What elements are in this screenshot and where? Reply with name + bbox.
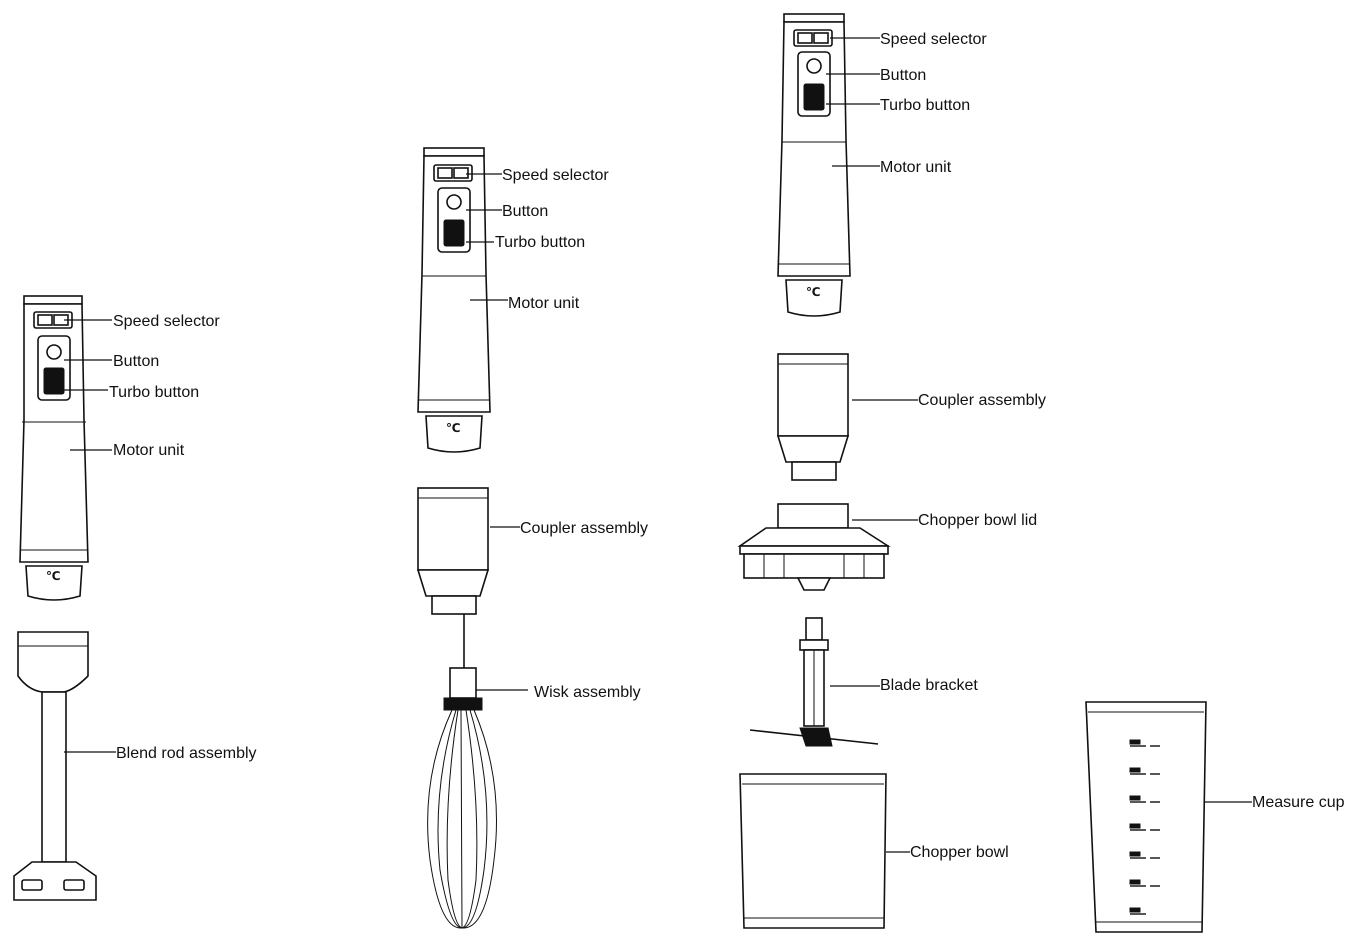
label-chopper-bowl-lid: Chopper bowl lid	[918, 512, 1037, 529]
measure-cup-graduations	[1129, 739, 1160, 915]
label-speed-selector-2: Speed selector	[502, 167, 609, 184]
motor-unit-2: ℃	[417, 147, 491, 453]
coupler-assembly-part-2	[416, 487, 490, 615]
svg-text:℃: ℃	[806, 285, 821, 299]
label-blend-rod-assembly: Blend rod assembly	[116, 745, 257, 762]
label-coupler-assembly-2: Coupler assembly	[520, 520, 648, 537]
label-turbo-button-3: Turbo button	[880, 97, 970, 114]
label-coupler-assembly-3: Coupler assembly	[918, 392, 1046, 409]
measure-cup: Measure cup	[1085, 701, 1345, 933]
label-speed-selector-1: Speed selector	[113, 313, 220, 330]
label-button-2: Button	[502, 203, 548, 220]
label-button-1: Button	[113, 353, 159, 370]
label-turbo-button-1: Turbo button	[109, 384, 199, 401]
label-measure-cup: Measure cup	[1252, 794, 1345, 811]
label-chopper-bowl: Chopper bowl	[910, 844, 1009, 861]
motor-unit-1: ℃	[19, 295, 89, 601]
label-button-3: Button	[880, 67, 926, 84]
svg-text:℃: ℃	[446, 421, 461, 435]
label-motor-unit-2: Motor unit	[508, 295, 580, 312]
kit-blend-rod: ℃ Speed selector Button Turbo button Mot…	[13, 295, 257, 901]
blend-rod-assembly-part	[13, 631, 97, 901]
label-wisk-assembly: Wisk assembly	[534, 684, 641, 701]
label-motor-unit-3: Motor unit	[880, 159, 952, 176]
label-turbo-button-2: Turbo button	[495, 234, 585, 251]
whisk-part	[427, 614, 497, 929]
label-blade-bracket: Blade bracket	[880, 677, 978, 694]
label-speed-selector-3: Speed selector	[880, 31, 987, 48]
svg-text:℃: ℃	[46, 569, 61, 583]
chopper-bowl-part	[739, 773, 887, 929]
label-motor-unit-1: Motor unit	[113, 442, 185, 459]
motor-unit-3: ℃	[777, 13, 851, 317]
kit-whisk: ℃ Speed selector Button Turbo button Mot…	[416, 147, 648, 929]
blade-bracket-part	[749, 617, 879, 747]
kit-chopper: ℃	[737, 13, 1046, 929]
chopper-bowl-lid-part	[737, 503, 891, 591]
coupler-assembly-part-3	[776, 353, 850, 481]
